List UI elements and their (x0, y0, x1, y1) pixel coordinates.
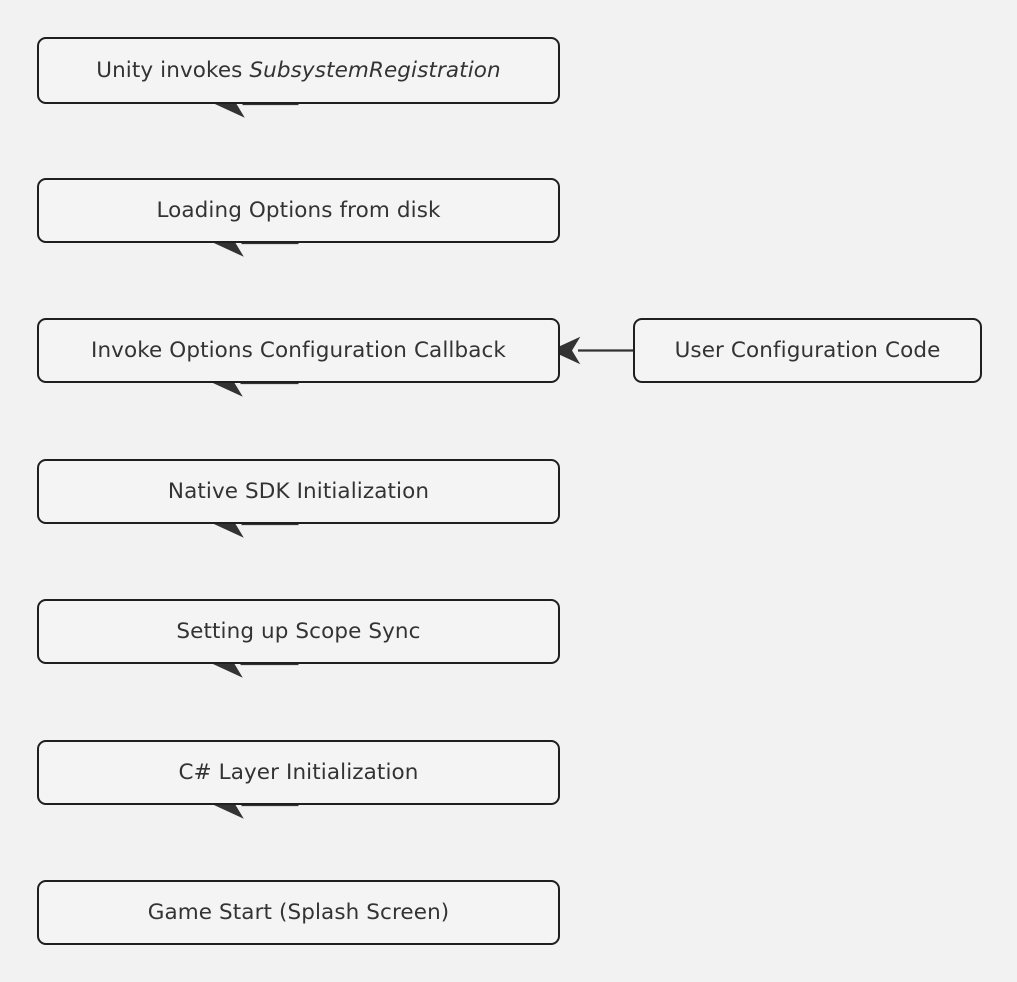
node-label: Loading Options from disk (156, 197, 441, 223)
node-label-emphasis: SubsystemRegistration (249, 57, 501, 83)
node-label: C# Layer Initialization (178, 759, 419, 785)
node-user-configuration-code[interactable]: User Configuration Code (633, 318, 982, 383)
node-label: Unity invokes SubsystemRegistration (86, 58, 511, 84)
node-game-start-splash-screen[interactable]: Game Start (Splash Screen) (37, 880, 560, 945)
node-label: Native SDK Initialization (167, 478, 430, 504)
node-unity-invokes-subsystemregistration[interactable]: Unity invokes SubsystemRegistration (37, 37, 560, 104)
node-label: Invoke Options Configuration Callback (91, 337, 506, 363)
node-label: Setting up Scope Sync (176, 618, 421, 644)
node-loading-options-from-disk[interactable]: Loading Options from disk (37, 178, 560, 243)
node-native-sdk-initialization[interactable]: Native SDK Initialization (37, 459, 560, 524)
node-label: Game Start (Splash Screen) (147, 899, 450, 925)
node-csharp-layer-initialization[interactable]: C# Layer Initialization (37, 740, 560, 805)
node-label: User Configuration Code (674, 337, 941, 363)
node-setting-up-scope-sync[interactable]: Setting up Scope Sync (37, 599, 560, 664)
node-label-prefix: Unity invokes (96, 57, 250, 83)
node-invoke-options-configuration-callback[interactable]: Invoke Options Configuration Callback (37, 318, 560, 383)
